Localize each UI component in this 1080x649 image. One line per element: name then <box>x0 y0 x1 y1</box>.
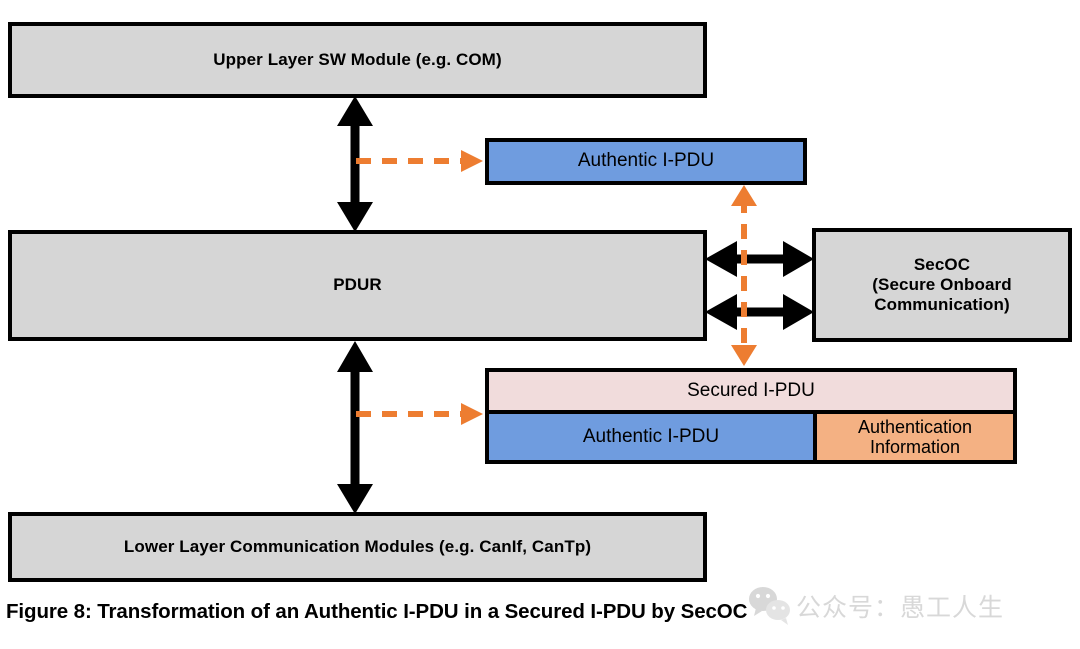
watermark-text: 公众号：愚工人生 <box>796 593 1005 622</box>
connector-pdur-to-lower-layer <box>337 341 373 514</box>
secoc-line-3: Communication) <box>874 295 1010 315</box>
connector-upper-layer-to-pdur <box>337 96 373 232</box>
secured-ipdu-header: Secured I-PDU <box>489 372 1013 410</box>
connector-pdur-uplink-to-authentic-ipdu <box>356 150 483 172</box>
block-authentic-ipdu-payload: Authentic I-PDU <box>489 414 813 460</box>
watermark: 公众号：愚工人生 <box>748 586 1004 626</box>
auth-info-line-2: Information <box>869 437 961 457</box>
block-secoc: SecOC (Secure Onboard Communication) <box>812 228 1072 342</box>
connector-pdur-to-secoc-upper <box>705 241 814 277</box>
block-pdur: PDUR <box>8 230 707 341</box>
block-label-multiline: Authentication Information <box>858 417 972 457</box>
auth-info-line-1: Authentication <box>857 416 973 437</box>
connector-pdur-to-secoc-lower <box>705 294 814 330</box>
block-secured-ipdu: Secured I-PDU Authentic I-PDU Authentica… <box>485 368 1017 464</box>
block-label: Authentic I-PDU <box>577 150 715 172</box>
block-label: Authentic I-PDU <box>582 426 720 447</box>
secured-ipdu-header-label: Secured I-PDU <box>687 380 815 401</box>
wechat-icon <box>749 587 790 625</box>
secoc-line-1: SecOC <box>913 254 971 274</box>
block-label: Lower Layer Communication Modules (e.g. … <box>123 536 592 556</box>
secoc-line-2: (Secure Onboard <box>872 274 1012 294</box>
block-label-multiline: SecOC (Secure Onboard Communication) <box>872 255 1011 315</box>
block-authentication-information: Authentication Information <box>817 414 1013 460</box>
secured-ipdu-body: Authentic I-PDU Authentication Informati… <box>489 414 1013 460</box>
figure-caption: Figure 8: Transformation of an Authentic… <box>6 600 748 623</box>
connector-authentic-ipdu-to-secured-ipdu <box>731 185 757 366</box>
block-lower-layer-communication-modules: Lower Layer Communication Modules (e.g. … <box>8 512 707 582</box>
connector-pdur-downlink-to-secured-ipdu <box>356 403 483 425</box>
block-label: PDUR <box>333 275 382 295</box>
block-authentic-ipdu-top: Authentic I-PDU <box>485 138 807 185</box>
block-label: Upper Layer SW Module (e.g. COM) <box>213 49 502 69</box>
block-upper-layer-sw-module: Upper Layer SW Module (e.g. COM) <box>8 22 707 98</box>
